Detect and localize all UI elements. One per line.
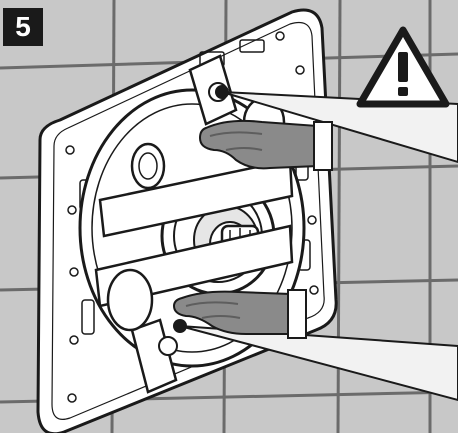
upper-callout-cone [215, 85, 458, 164]
step-number-badge: 5 [3, 8, 43, 46]
upper-gloved-hand [198, 119, 333, 171]
warning-triangle-icon [356, 26, 450, 108]
lower-callout-cone [173, 319, 458, 402]
lower-gloved-hand [172, 289, 307, 339]
step-number: 5 [15, 11, 31, 42]
